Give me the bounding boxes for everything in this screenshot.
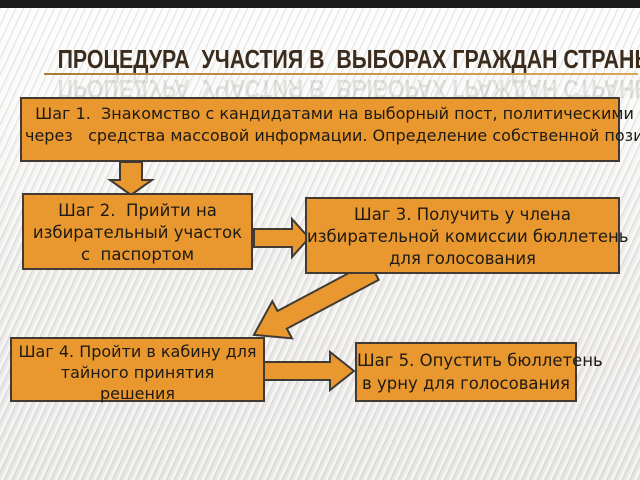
- step-2-line-2: избирательный участок: [32, 223, 243, 242]
- step-5-box: Шаг 5. Опустить бюллетень в урну для гол…: [355, 342, 603, 402]
- step-2-line-3: с паспортом: [80, 245, 195, 264]
- step-3-line-2: избирательной комиссии бюллетень: [307, 227, 629, 246]
- slide-title: ПРОЦЕДУРА УЧАСТИЯ В ВЫБОРАХ ГРАЖДАН СТРА…: [57, 44, 640, 74]
- step-4-line-1: Шаг 4. Пройти в кабину для: [18, 342, 257, 361]
- step-3-line-3: для голосования: [389, 249, 536, 268]
- step-3-box: Шаг 3. Получить у члена избирательной ко…: [305, 197, 629, 274]
- step-5-line-1: Шаг 5. Опустить бюллетень: [357, 351, 603, 370]
- step-4-line-3: решения: [100, 384, 175, 403]
- top-bar: [0, 0, 640, 8]
- step-5-line-2: в урну для голосования: [362, 374, 570, 393]
- step-1-line-2: через средства массовой информации. Опре…: [25, 126, 640, 145]
- step-4-box: Шаг 4. Пройти в кабину для тайного приня…: [10, 337, 265, 403]
- step-1-box: Шаг 1. Знакомство с кандидатами на выбор…: [20, 97, 640, 162]
- step-3-line-1: Шаг 3. Получить у члена: [354, 205, 571, 224]
- arrow-right-icon: [253, 216, 311, 260]
- arrow-down-icon: [106, 161, 156, 197]
- step-2-line-1: Шаг 2. Прийти на: [58, 201, 217, 220]
- step-2-box: Шаг 2. Прийти на избирательный участок с…: [22, 193, 253, 270]
- step-1-line-1: Шаг 1. Знакомство с кандидатами на выбор…: [35, 104, 640, 123]
- arrow-right-icon: [261, 349, 356, 393]
- title-underline: [44, 73, 638, 75]
- step-4-line-2: тайного принятия: [60, 363, 215, 382]
